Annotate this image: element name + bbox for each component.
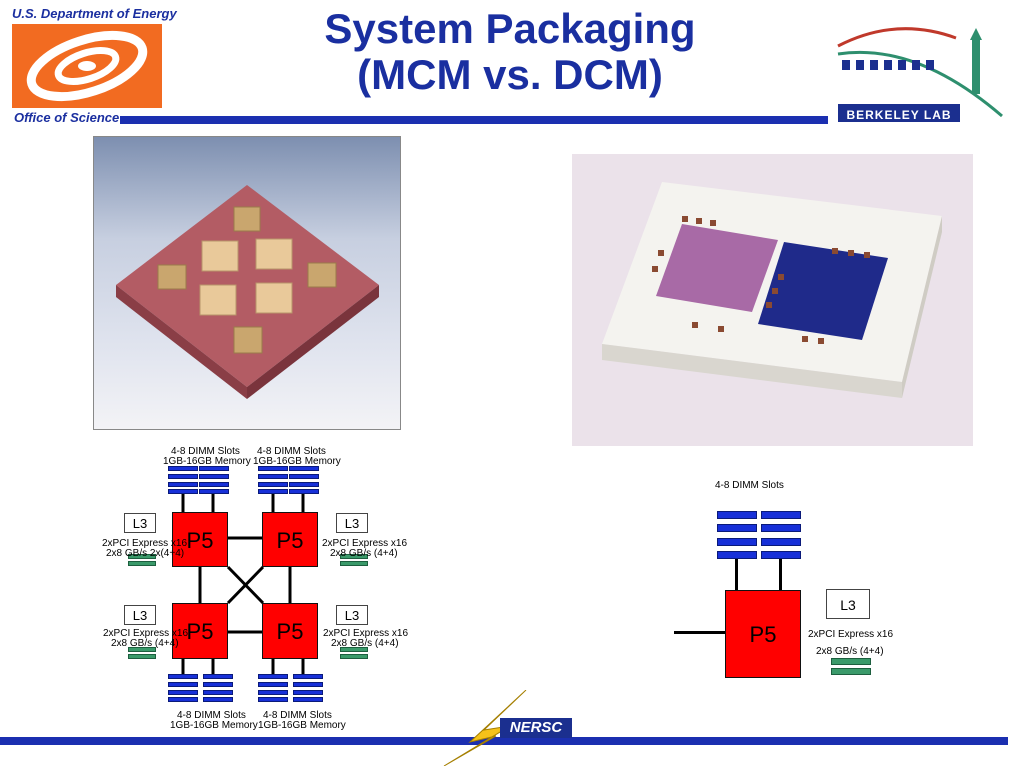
header-rule [120, 116, 828, 124]
mcm-dimm-stack-bottom-1 [168, 674, 198, 702]
mcm-chip-bottom-left: P5 [172, 603, 228, 659]
mcm-pci-slot-tl-2 [128, 561, 156, 566]
nersc-logo-icon [440, 689, 580, 767]
dcm-dimm-stack-2 [761, 511, 801, 559]
mcm-photo [93, 136, 401, 430]
mcm-bw-label-br: 2x8 GB/s (4+4) [331, 638, 399, 649]
mcm-bw-label-bl: 2x8 GB/s (4+4) [111, 638, 179, 649]
mcm-l3-bottom-left: L3 [124, 605, 156, 625]
mcm-pci-slot-tr-2 [340, 561, 368, 566]
dcm-bw-label: 2x8 GB/s (4+4) [816, 646, 884, 657]
mcm-dimm-bottom-right-slots: 4-8 DIMM Slots [263, 710, 332, 721]
mcm-pci-slot-tr-1 [340, 554, 368, 559]
berkeley-lab-name: BERKELEY LAB [846, 108, 952, 122]
mcm-dimm-stack-bottom-2 [203, 674, 233, 702]
dcm-wire-dimm-2 [779, 559, 782, 591]
mcm-dimm-top-left-memory: 1GB-16GB Memory [163, 456, 251, 467]
mcm-pci-label-tr: 2xPCI Express x16 [322, 538, 408, 549]
mcm-dimm-stack-bottom-3 [258, 674, 288, 702]
mcm-chip-top-left: P5 [172, 512, 228, 567]
mcm-chip-top-right: P5 [262, 512, 318, 567]
mcm-dimm-bottom-left-slots: 4-8 DIMM Slots [177, 710, 246, 721]
mcm-dimm-stack-top-1 [168, 466, 198, 494]
mcm-pci-slot-bl-1 [128, 647, 156, 652]
mcm-chip-bottom-left-label: P5 [186, 619, 214, 644]
dcm-wire-dimm-1 [735, 559, 738, 591]
doe-logo-icon [12, 24, 162, 108]
mcm-chip-top-right-label: P5 [276, 528, 304, 553]
mcm-chip-top-left-label: P5 [186, 528, 214, 553]
dcm-photo [572, 154, 973, 446]
mcm-chip-bottom-right: P5 [262, 603, 318, 659]
dcm-wire-left [674, 631, 726, 634]
page-subtitle: (MCM vs. DCM) [357, 51, 663, 98]
berkeley-lab-logo-icon [836, 16, 1006, 126]
mcm-l3-bottom-right: L3 [336, 605, 368, 625]
mcm-interconnect [181, 494, 305, 674]
mcm-pci-slot-bl-2 [128, 654, 156, 659]
dcm-dimm-stack-1 [717, 511, 757, 559]
mcm-pci-slot-tl-1 [128, 554, 156, 559]
mcm-pci-slot-br-1 [340, 647, 368, 652]
mcm-pci-label-bl: 2xPCI Express x16 [103, 628, 189, 639]
dcm-dimm-slots-label: 4-8 DIMM Slots [715, 480, 784, 491]
dcm-chip: P5 [725, 590, 801, 678]
mcm-chip-bottom-right-label: P5 [276, 619, 304, 644]
doe-top-text: U.S. Department of Energy [12, 6, 177, 21]
mcm-dimm-stack-top-2 [199, 466, 229, 494]
mcm-dimm-stack-top-3 [258, 466, 288, 494]
dcm-pci-label: 2xPCI Express x16 [808, 629, 894, 640]
mcm-dimm-bottom-right-memory: 1GB-16GB Memory [258, 720, 346, 731]
dcm-pci-slot-1 [831, 658, 871, 665]
mcm-dimm-stack-bottom-4 [293, 674, 323, 702]
mcm-dimm-top-left-slots: 4-8 DIMM Slots [171, 446, 240, 457]
mcm-dimm-bottom-left-memory: 1GB-16GB Memory [170, 720, 258, 731]
mcm-bw-label-tr: 2x8 GB/s (4+4) [330, 548, 398, 559]
mcm-pci-slot-br-2 [340, 654, 368, 659]
dcm-l3: L3 [826, 589, 870, 619]
mcm-dimm-top-right-slots: 4-8 DIMM Slots [257, 446, 326, 457]
dcm-chip-label: P5 [749, 622, 777, 647]
mcm-pci-label-tl: 2xPCI Express x16 [102, 538, 188, 549]
mcm-bw-label-tl: 2x8 GB/s 2x(4+4) [106, 548, 185, 559]
doe-bottom-text: Office of Science [14, 110, 120, 125]
mcm-dimm-stack-top-4 [289, 466, 319, 494]
nersc-logo-text: NERSC [509, 719, 563, 736]
dcm-pci-slot-2 [831, 668, 871, 675]
page-title: System Packaging [324, 5, 696, 52]
mcm-dimm-top-right-memory: 1GB-16GB Memory [253, 456, 341, 467]
mcm-pci-label-br: 2xPCI Express x16 [323, 628, 409, 639]
mcm-l3-top-right: L3 [336, 513, 368, 533]
footer-rule [0, 737, 1008, 745]
mcm-l3-top-left: L3 [124, 513, 156, 533]
